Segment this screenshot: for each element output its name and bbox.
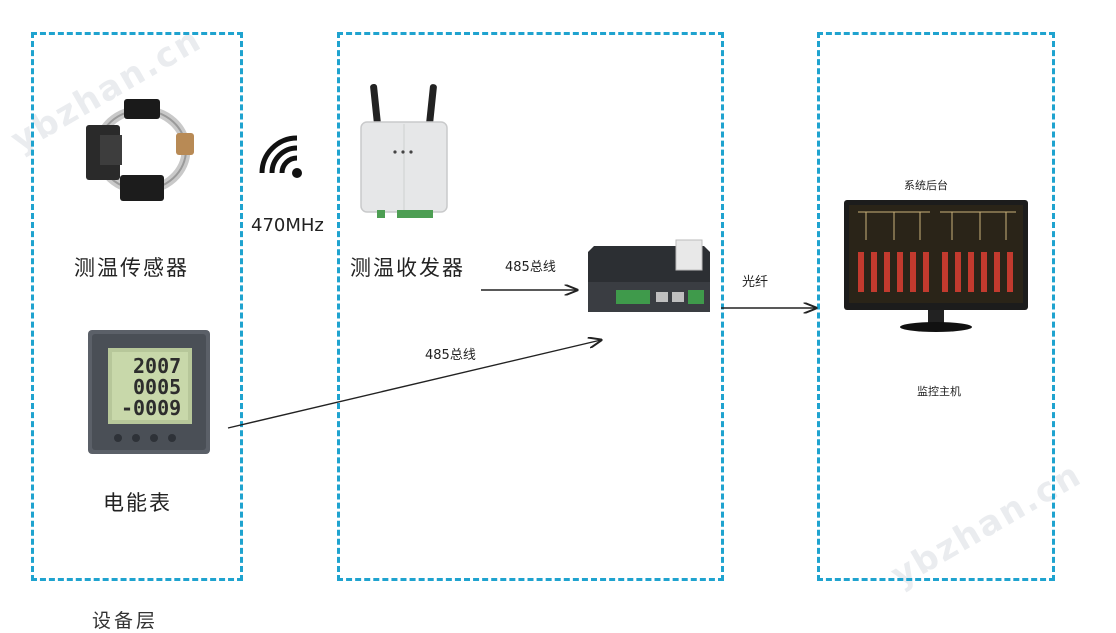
- monitor-screen-title: 系统后台: [904, 179, 948, 192]
- sensor-label: 测温传感器: [74, 256, 189, 280]
- wireless-icon: [259, 135, 302, 178]
- meter-label: 电能表: [103, 491, 172, 515]
- monitor-image: [844, 200, 1028, 332]
- electric-meter-image: [88, 330, 210, 454]
- bus-label-bottom: 485总线: [425, 348, 476, 363]
- transceiver-image: [360, 83, 448, 218]
- monitor-label: 监控主机: [917, 385, 961, 398]
- monitoring-layer-zone: [817, 32, 1055, 581]
- gateway-image: [588, 239, 710, 312]
- bus-label-top: 485总线: [505, 260, 556, 275]
- meter-display-line-3: -0009: [121, 396, 182, 420]
- device-layer-caption: 设备层: [92, 610, 159, 632]
- meter-display-line-1: 2007: [133, 354, 182, 378]
- bus-arrow-bottom: [227, 340, 601, 429]
- wireless-frequency-label: 470MHz: [251, 215, 324, 236]
- meter-display-line-2: 0005: [133, 375, 182, 399]
- connection-arrows: [227, 0, 1116, 429]
- transceiver-label: 测温收发器: [350, 256, 465, 280]
- fiber-label: 光纤: [742, 275, 769, 290]
- temperature-sensor-image: [86, 99, 194, 201]
- device-layer-zone: [31, 32, 243, 581]
- communication-layer-zone: [337, 32, 724, 581]
